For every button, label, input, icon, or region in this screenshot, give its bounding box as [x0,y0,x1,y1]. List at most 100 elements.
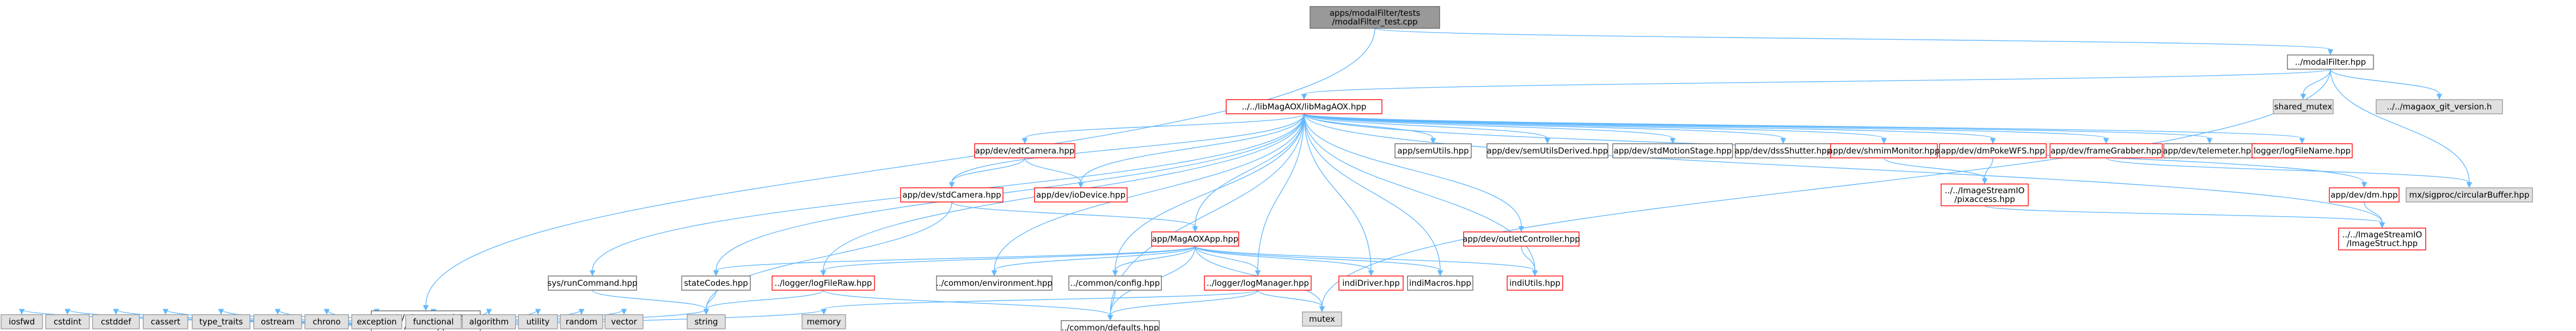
node-label: ostream [261,317,295,327]
node-magaox_git: ../../magaox_git_version.h [2376,99,2503,114]
node-dssShutter[interactable]: app/dev/dssShutter.hpp [1735,143,1832,158]
node-box [548,275,637,291]
node-label: app/dev/outletController.hpp [1463,234,1580,244]
edge-MagAOXApp-to-indiMacros [1195,246,1443,277]
node-config[interactable]: ../common/config.hpp [1068,275,1162,291]
node-imageStruct[interactable]: ../../ImageStreamIO/ImageStruct.hpp [2338,228,2426,250]
edge-modalFilter-to-magaox_git [2330,69,2443,100]
edge-dmPokeWFS-to-pixaccess [1981,157,1993,185]
node-stateCodes[interactable]: stateCodes.hpp [681,275,751,291]
edge-libMagAOX-to-logFileName [1304,113,2305,144]
node-frameGrabber[interactable]: app/dev/frameGrabber.hpp [2049,143,2163,158]
node-label: app/dev/telemeter.hpp [2163,146,2256,156]
node-utility: utility [518,314,558,329]
edge-modalFilter-to-shared_mutex [2300,69,2331,100]
edge-modalFilter-to-mutex [1319,69,2331,312]
edge-logFileRaw-to-string [703,290,824,315]
node-logManager[interactable]: ../logger/logManager.hpp [1204,275,1312,291]
node-semUtils[interactable]: app/semUtils.hpp [1394,143,1472,158]
node-label: exception [357,317,396,327]
node-label: random [566,317,597,327]
node-box [1338,275,1404,291]
edge-logFileRaw-to-defaults [823,290,1113,321]
node-box [2251,143,2353,158]
node-stdMotionStage[interactable]: app/dev/stdMotionStage.hpp [1612,143,1733,158]
node-cstddef: cstddef [92,314,140,329]
node-MagAOXApp[interactable]: app/MagAOXApp.hpp [1151,231,1239,247]
node-logFileName[interactable]: logger/logFileName.hpp [2251,143,2353,158]
node-label: mx/sigproc/circularBuffer.hpp [2409,190,2530,200]
node-modalFilter[interactable]: ../modalFilter.hpp [2287,54,2374,70]
edge-outletController-to-indiUtils [1521,246,1538,277]
node-logFileRaw[interactable]: ../logger/logFileRaw.hpp [772,275,875,291]
node-semUtilsDerived[interactable]: app/dev/semUtilsDerived.hpp [1486,143,1608,158]
node-runCommand[interactable]: sys/runCommand.hpp [547,275,638,291]
node-root[interactable]: apps/modalFilter/tests/modalFilter_test.… [1310,6,1440,29]
node-defaults[interactable]: ../common/defaults.hpp [1061,320,1160,331]
node-shmimMonitor[interactable]: app/dev/shmimMonitor.hpp [1828,143,1940,158]
node-box [2273,99,2334,114]
edge-MagAOXApp-to-config [1112,246,1196,277]
edge-libMagAOX-to-indiMacros [1304,113,1443,277]
node-pixaccess[interactable]: ../../ImageStreamIO/pixaccess.hpp [1941,183,2029,206]
edge-pixaccess-to-imageStruct [1984,205,2385,229]
edge-libMagAOX-to-shmimMonitor [1304,113,1887,144]
node-mutex: mutex [1302,311,1342,327]
node-indiMacros[interactable]: indiMacros.hpp [1407,275,1473,291]
node-label: mutex [1309,314,1335,324]
node-ioDevice[interactable]: app/dev/ioDevice.hpp [1034,187,1128,203]
node-box [974,143,1075,158]
node-environment[interactable]: ../common/environment.hpp [936,275,1053,291]
node-box [900,187,1004,203]
node-label: app/dev/semUtilsDerived.hpp [1487,146,1608,156]
node-box [192,314,250,329]
edge-logManager-to-defaults [1107,290,1258,321]
node-label: type_traits [199,317,243,327]
node-box [604,314,644,329]
node-label: app/dev/edtCamera.hpp [975,146,1075,156]
node-label: utility [527,317,550,327]
node-box [681,275,751,291]
node-label: string [694,317,718,327]
node-indiUtils[interactable]: indiUtils.hpp [1507,275,1563,291]
edge-edtCamera-to-stdCamera [949,157,1025,188]
edge-root-to-catch [423,28,1375,311]
node-label: app/semUtils.hpp [1397,146,1468,156]
node-label: vector [611,317,637,327]
node-stdCamera[interactable]: app/dev/stdCamera.hpp [900,187,1004,203]
edge-MagAOXApp-to-environment [991,246,1196,277]
node-box [518,314,558,329]
node-telemeter[interactable]: app/dev/telemeter.hpp [2163,143,2256,158]
node-box [1302,311,1342,327]
node-label: iosfwd [9,317,35,327]
edge-shmimMonitor-to-pixaccess [1883,157,1988,185]
node-label: app/dev/dm.hpp [2330,190,2397,200]
node-dmPokeWFS[interactable]: app/dev/dmPokeWFS.hpp [1939,143,2047,158]
node-label: ../modalFilter.hpp [2295,57,2366,67]
edge-libMagAOX-to-dmPokeWFS [1304,113,1996,144]
node-label: functional [413,317,454,327]
node-box [687,314,726,329]
node-libMagAOX[interactable]: ../../libMagAOX/libMagAOX.hpp [1226,99,1382,114]
node-dm[interactable]: app/dev/dm.hpp [2329,187,2400,203]
node-box [2376,99,2503,114]
node-box [2329,187,2400,203]
node-indiDriver[interactable]: indiDriver.hpp [1338,275,1404,291]
node-outletController[interactable]: app/dev/outletController.hpp [1463,231,1580,247]
node-box [1068,275,1162,291]
node-algorithm: algorithm [462,314,516,329]
node-box [560,314,603,329]
node-vector: vector [604,314,644,329]
node-box [45,314,90,329]
node-box [2287,54,2374,70]
node-label: indiDriver.hpp [1342,278,1399,288]
node-random: random [560,314,603,329]
node-exception: exception [351,314,402,329]
node-label: stateCodes.hpp [684,278,748,288]
node-circularBuffer: mx/sigproc/circularBuffer.hpp [2406,187,2533,203]
node-box [1612,143,1733,158]
node-box [1310,6,1440,29]
edge-libMagAOX-to-indiUtils [1304,113,1538,277]
edge-MagAOXApp-to-logFileRaw [820,246,1196,277]
node-edtCamera[interactable]: app/dev/edtCamera.hpp [974,143,1075,158]
